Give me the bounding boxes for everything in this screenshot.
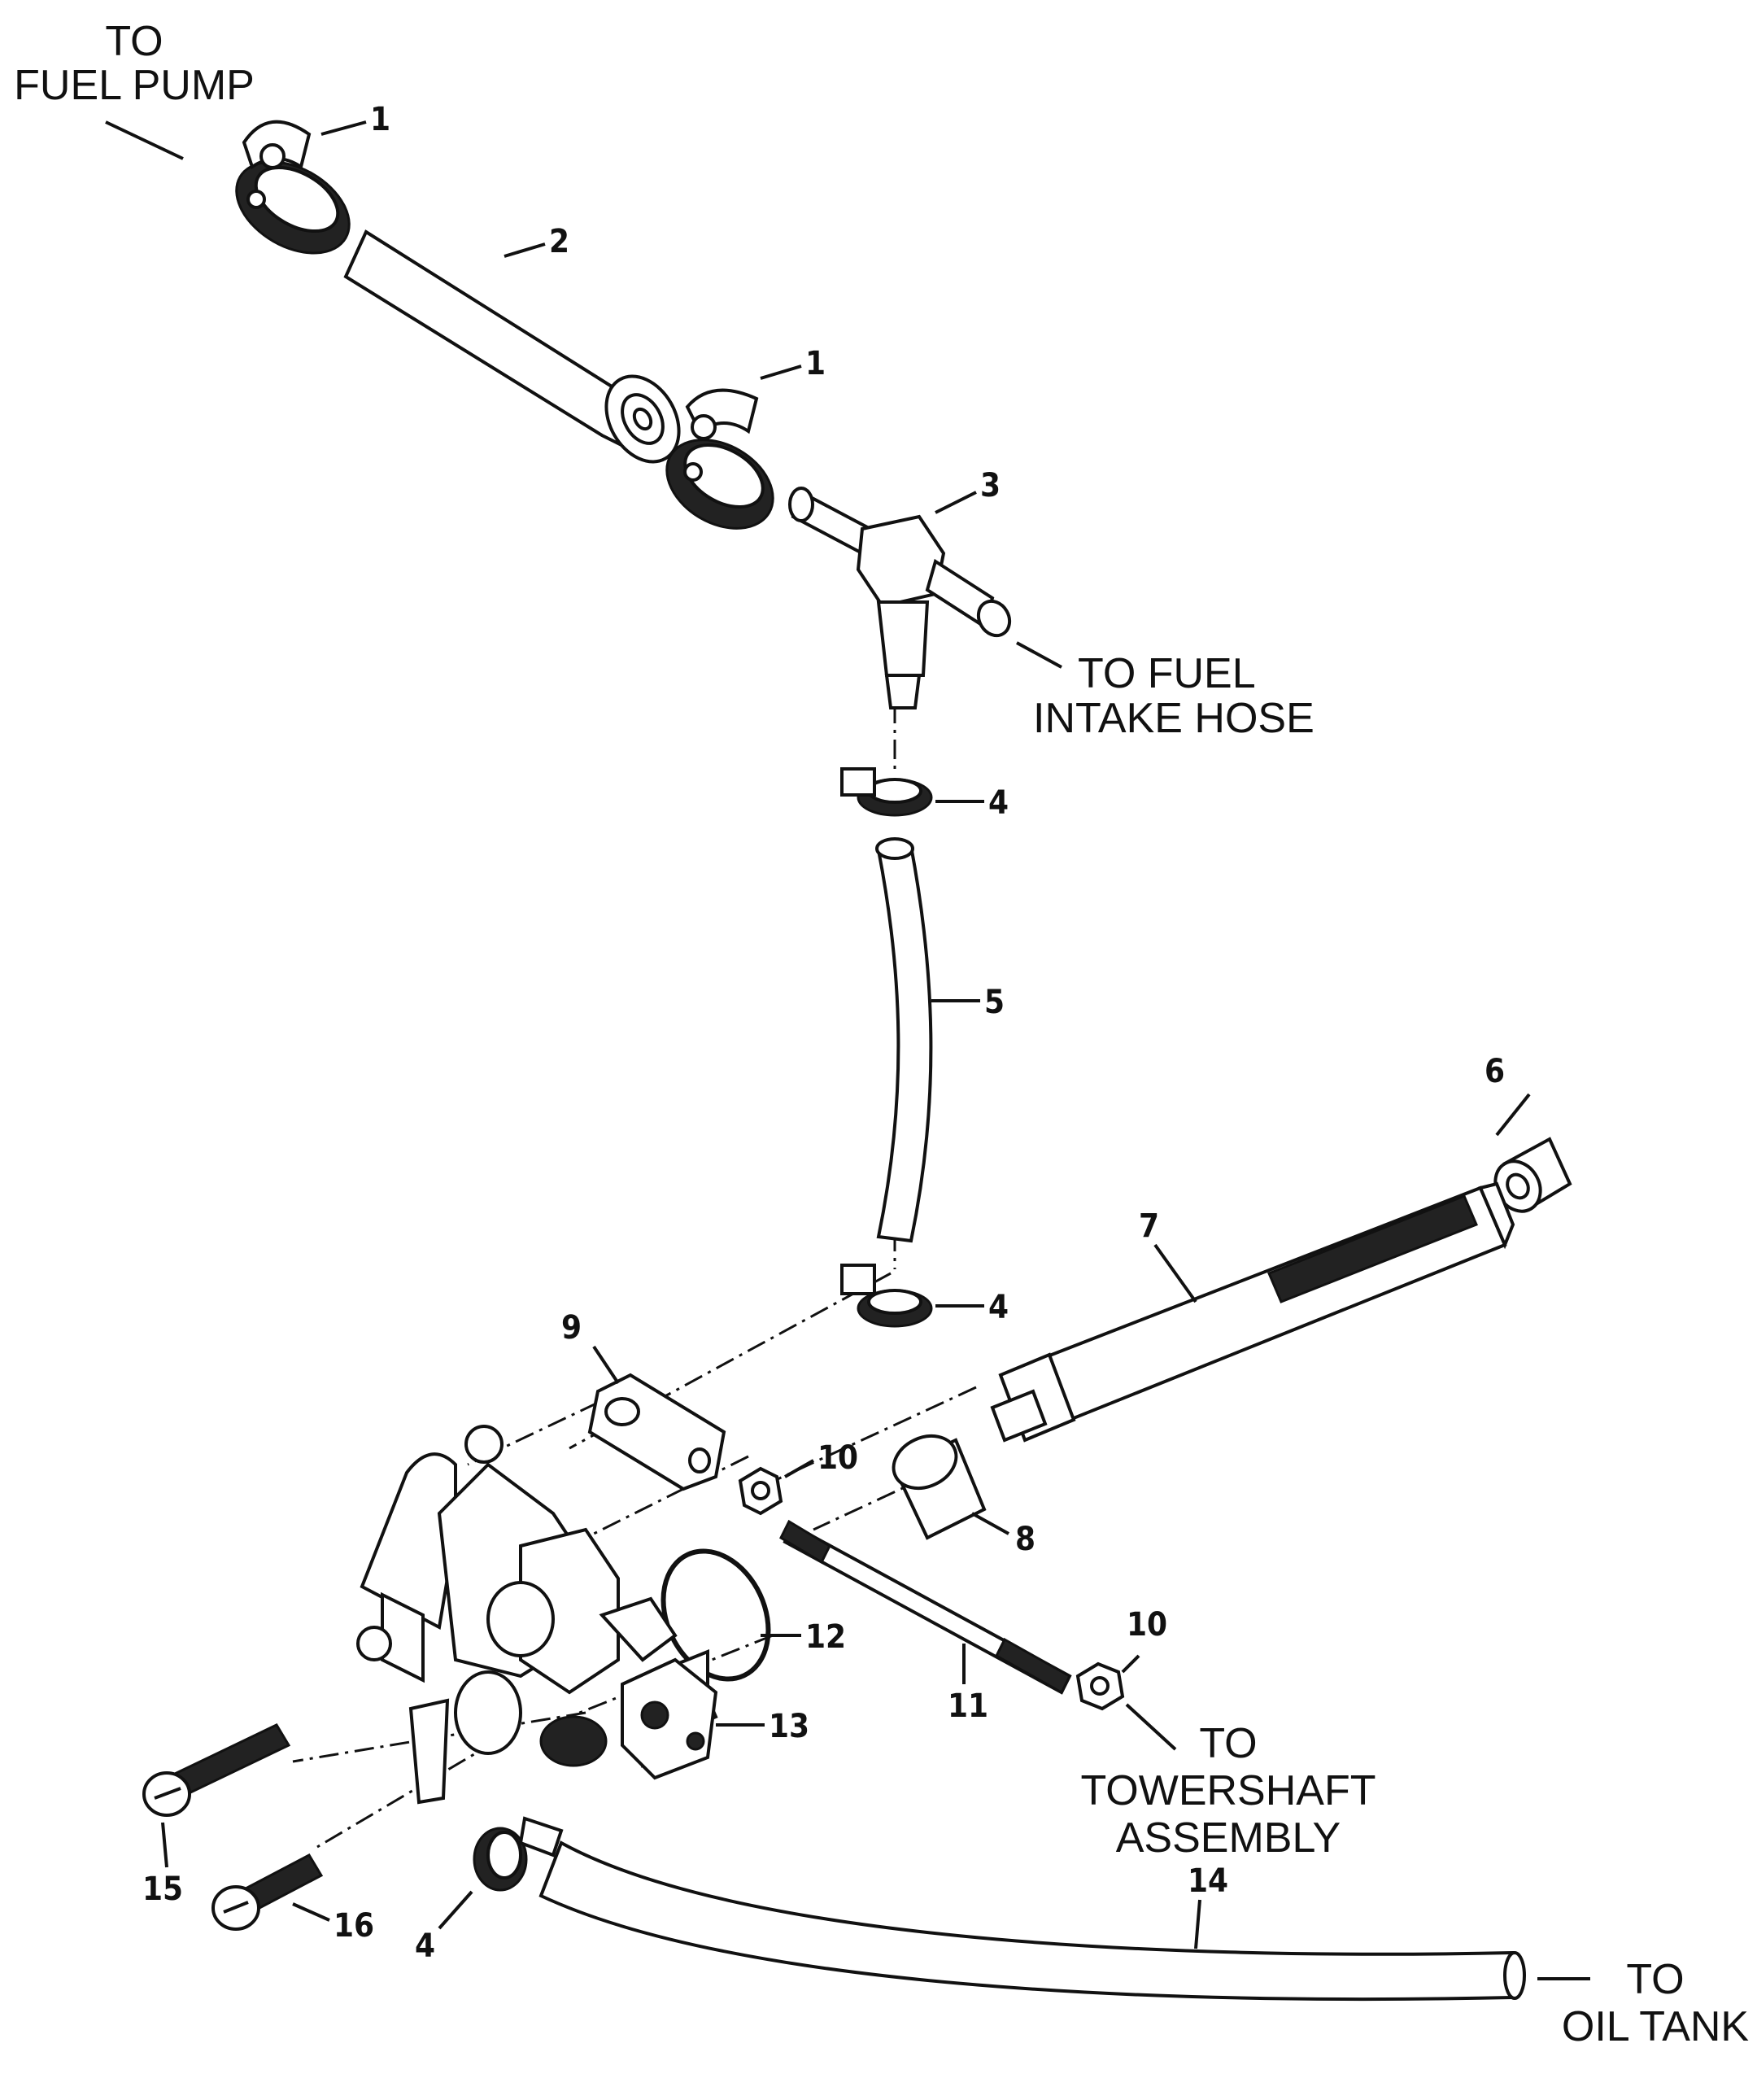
oil-tank-hose [538,1840,1526,2001]
note-fuel-pump-line2: FUEL PUMP [14,62,255,109]
note-towershaft-line2: TOWERSHAFT [1080,1767,1376,1814]
callout-10b: 10 [1127,1606,1167,1644]
note-fuel-intake-line2: INTAKE HOSE [1033,695,1314,742]
drive-shaft [990,1181,1515,1443]
callout-7: 7 [1139,1207,1159,1245]
screw-16 [211,1853,324,1931]
callout-2: 2 [549,223,569,260]
leader-lines [105,120,1590,1980]
small-clamp-mid [840,1264,933,1328]
note-oil-tank-line1: TO [1626,1956,1684,2003]
screw-15 [142,1723,291,1817]
callout-10a: 10 [817,1439,858,1477]
hose-clamp-lower [665,388,774,530]
threaded-stud [779,1519,1072,1695]
tee-fitting [788,487,1012,709]
callout-9: 9 [561,1309,582,1347]
routing-notes: TO FUEL PUMP TO FUEL INTAKE HOSE TO TOWE… [14,18,1749,2050]
callout-8: 8 [1015,1521,1035,1558]
callout-6: 6 [1485,1053,1505,1090]
inlet-block [621,1657,718,1780]
callout-13: 13 [769,1708,809,1745]
fuel-hose [343,229,681,464]
note-fuel-pump-line1: TO [105,18,163,65]
callout-16: 16 [334,1907,374,1945]
note-towershaft-line1: TO [1199,1720,1257,1767]
small-clamp-top [840,767,933,817]
oil-hose [875,837,933,1243]
callout-15: 15 [142,1871,183,1908]
callout-5: 5 [984,984,1005,1021]
callout-14: 14 [1188,1862,1228,1900]
bushing-6 [1493,1137,1572,1213]
callout-1a: 1 [370,101,390,138]
bushing-8 [892,1434,987,1540]
callout-4b: 4 [988,1289,1009,1326]
connector-link [587,1373,726,1491]
callout-3: 3 [980,467,1001,504]
callout-4c: 4 [415,1928,435,1965]
note-towershaft-line3: ASSEMBLY [1116,1814,1341,1862]
small-clamp-bottom [473,1816,564,1892]
callout-12: 12 [805,1618,846,1656]
callout-11: 11 [948,1687,988,1725]
nut-upper [738,1466,783,1516]
note-oil-tank-line2: OIL TANK [1562,2003,1750,2050]
callout-1b: 1 [805,345,826,382]
callout-labels: 1 2 1 3 4 5 4 6 7 8 9 10 10 11 12 13 14 … [142,101,1505,1965]
hose-clamp-upper [235,120,351,255]
nut-lower [1075,1661,1125,1711]
callout-4a: 4 [988,784,1009,822]
note-fuel-intake-line1: TO FUEL [1078,650,1256,697]
